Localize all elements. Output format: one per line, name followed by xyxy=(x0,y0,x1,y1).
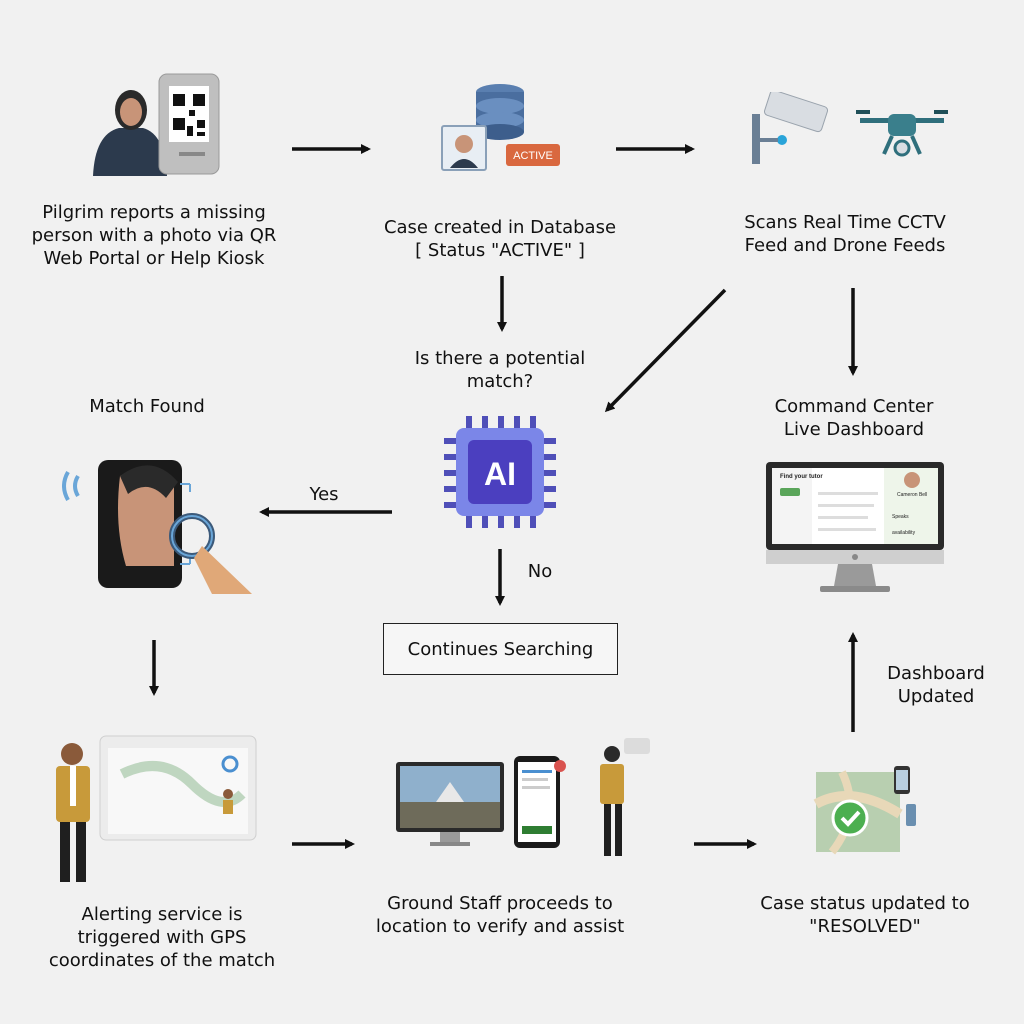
face-recognition-icon xyxy=(62,460,252,594)
mini-dashboard-item: Speaks xyxy=(892,514,909,520)
edge-yes-label: Yes xyxy=(309,484,339,505)
active-badge xyxy=(506,144,560,166)
arrow-scan-to-ai xyxy=(604,288,727,413)
dashboard-monitor-icon: Find your tutor Cameron Bell Speaks avai… xyxy=(766,462,944,592)
pilgrim-kiosk-icon xyxy=(93,73,220,176)
mini-dashboard-profile: Cameron Bell xyxy=(897,492,927,498)
resolved-map-icon xyxy=(813,766,916,855)
database-icon: ACTIVE xyxy=(441,84,560,171)
drone-icon xyxy=(856,110,948,157)
ai-label: AI xyxy=(484,456,516,492)
step-resolved-label: Case status updated to"RESOLVED" xyxy=(760,893,970,937)
continues-searching-label: Continues Searching xyxy=(407,638,594,660)
cctv-camera-icon xyxy=(752,92,829,164)
cctv-drone-icon xyxy=(752,92,948,164)
match-found-label: Match Found xyxy=(89,396,205,417)
mini-dashboard-title: Find your tutor xyxy=(780,474,823,480)
staff-figure-icon xyxy=(600,746,624,856)
edge-no-label: No xyxy=(527,561,553,582)
mini-dashboard-item: availability xyxy=(892,530,916,536)
ai-chip-icon: AI xyxy=(444,416,556,528)
check-icon xyxy=(831,799,869,837)
staff-figure-icon xyxy=(56,743,90,882)
step-database-label: Case created in Database[ Status "ACTIVE… xyxy=(383,217,617,261)
staff-map-icon xyxy=(56,735,257,882)
ground-staff-devices-icon xyxy=(396,738,650,856)
continues-searching-box: Continues Searching xyxy=(383,623,618,675)
active-badge-text: ACTIVE xyxy=(513,150,553,162)
